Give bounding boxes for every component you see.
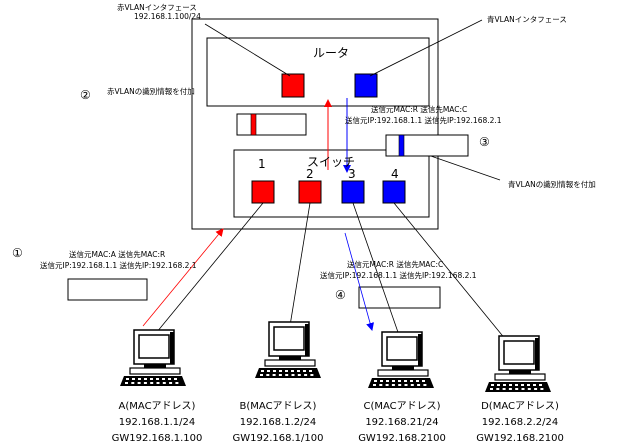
host-a-gw: GW192.168.1.100 xyxy=(111,433,203,444)
red-tagged-frame xyxy=(236,113,307,136)
host-b-name: B(MACアドレス) xyxy=(239,401,317,412)
host-c-name: C(MACアドレス) xyxy=(363,401,441,412)
router-red-interface xyxy=(281,73,305,98)
red-vlan-interface-ip: 192.168.1.100/24 xyxy=(134,12,201,21)
frame4-ip: 送信元IP:192.168.1.1 送信先IP:192.168.2.1 xyxy=(320,271,477,280)
frame4-box xyxy=(358,286,441,309)
switch-port-2 xyxy=(298,180,322,204)
host-c-ip: 192.168.21/24 xyxy=(365,417,439,428)
cable-port2-host-b xyxy=(287,202,311,339)
host-a-name: A(MACアドレス) xyxy=(118,401,196,412)
add-blue-tag-label: 青VLANの識別情報を付加 xyxy=(508,180,596,189)
blue-tag-mark xyxy=(398,134,405,157)
host-a-computer-icon xyxy=(120,329,186,386)
host-a-ip: 192.168.1.1/24 xyxy=(118,417,196,428)
step-2-marker: ② xyxy=(80,88,91,102)
host-b-ip: 192.168.1.2/24 xyxy=(239,417,317,428)
step-3-marker: ③ xyxy=(479,135,490,149)
cable-port1-host-a xyxy=(151,202,264,339)
host-d-gw: GW192.168.2100 xyxy=(476,433,564,444)
frame1-ip: 送信元IP:192.168.1.1 送信先IP:192.168.2.1 xyxy=(40,261,197,270)
host-c-gw: GW192.168.2100 xyxy=(358,433,446,444)
host-b-computer-icon xyxy=(255,321,321,378)
router-box xyxy=(206,37,430,107)
port-2-number: 2 xyxy=(306,167,314,181)
switch-to-host-c-arrow xyxy=(344,232,374,331)
switch-port-1 xyxy=(251,180,275,204)
frame3-ip: 送信元IP:192.168.1.1 送信先IP:192.168.2.1 xyxy=(345,116,502,125)
router-label: ルータ xyxy=(313,46,350,60)
red-tag-mark xyxy=(250,113,257,136)
cable-port4-host-d xyxy=(393,202,507,341)
step-1-marker: ① xyxy=(12,246,23,260)
cable-port3-host-c xyxy=(352,202,401,339)
frame3-mac: 送信元MAC:R 送信先MAC:C xyxy=(371,105,468,114)
red-interface-callout xyxy=(204,23,291,77)
step-4-marker: ④ xyxy=(335,288,346,302)
port-3-number: 3 xyxy=(348,167,356,181)
add-red-tag-label: 赤VLANの識別情報を付加 xyxy=(107,87,195,96)
host-c-computer-icon xyxy=(368,331,434,388)
host-d-ip: 192.168.2.2/24 xyxy=(481,417,559,428)
frame4-mac: 送信元MAC:R 送信先MAC:C xyxy=(347,260,444,269)
switch-port-3 xyxy=(341,180,365,204)
switch-port-4 xyxy=(382,180,406,204)
host-b-gw: GW192.168.1/100 xyxy=(232,433,324,444)
router-blue-interface xyxy=(354,73,378,98)
red-vlan-interface-label: 赤VLANインタフェース xyxy=(117,3,197,12)
switch-label: スイッチ xyxy=(307,155,356,169)
blue-vlan-interface-label: 青VLANインタフェース xyxy=(487,15,567,24)
blue-interface-callout xyxy=(369,19,483,77)
host-a-to-switch-arrow xyxy=(142,228,224,327)
host-d-computer-icon xyxy=(485,335,551,392)
frame1-mac: 送信元MAC:A 送信先MAC:R xyxy=(69,250,166,259)
host-d-name: D(MACアドレス) xyxy=(481,401,559,412)
blue-tagged-frame xyxy=(385,134,469,157)
port-4-number: 4 xyxy=(391,167,399,181)
frame1-box xyxy=(67,278,148,301)
port-1-number: 1 xyxy=(258,157,266,171)
